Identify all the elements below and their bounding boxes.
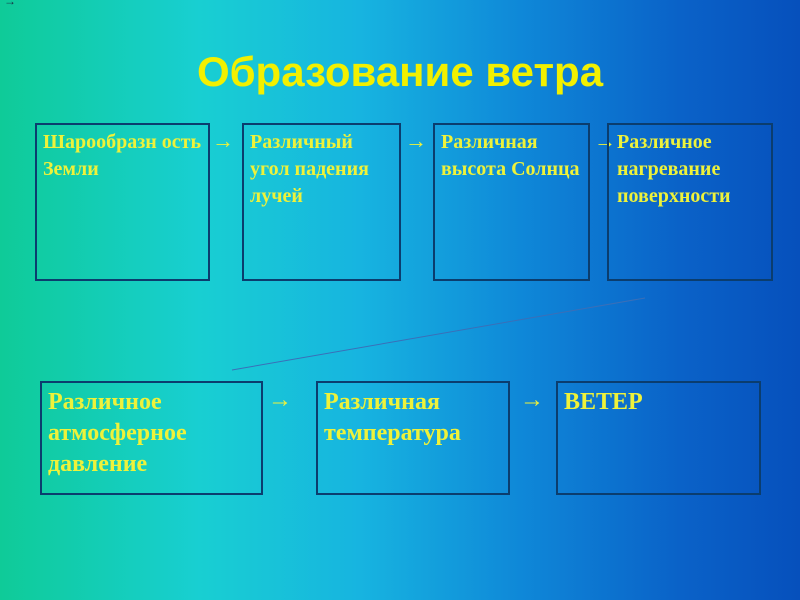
box-surface-heating: Различное нагревание поверхности <box>607 123 773 281</box>
slide-title: Образование ветра <box>196 48 604 95</box>
box-ray-angle: Различный угол падения лучей <box>242 123 401 281</box>
box-sun-height: Различная высота Солнца <box>433 123 590 281</box>
arrow-icon: → <box>212 128 234 153</box>
box-temperature: Различная температура <box>316 381 510 495</box>
box-text: Различная высота Солнца <box>441 131 580 180</box>
box-wind: ВЕТЕР <box>556 381 761 495</box>
arrow-icon: → <box>268 387 292 413</box>
box-text: Различное нагревание поверхности <box>617 131 731 207</box>
box-earth-shape: Шарообразн ость Земли <box>35 123 210 281</box>
box-text: Различный угол падения лучей <box>250 131 369 207</box>
box-text: Шарообразн ость Земли <box>43 131 202 180</box>
box-text: Различное атмосферное давление <box>48 389 187 478</box>
arrow-icon: → <box>405 128 427 153</box>
arrow-icon: → <box>520 387 544 413</box>
corner-arrow-icon: → <box>4 0 16 8</box>
box-pressure: Различное атмосферное давление <box>40 381 263 495</box>
arrow-icon: → <box>594 128 616 153</box>
box-text: Различная температура <box>324 389 461 447</box>
box-text: ВЕТЕР <box>564 389 643 415</box>
